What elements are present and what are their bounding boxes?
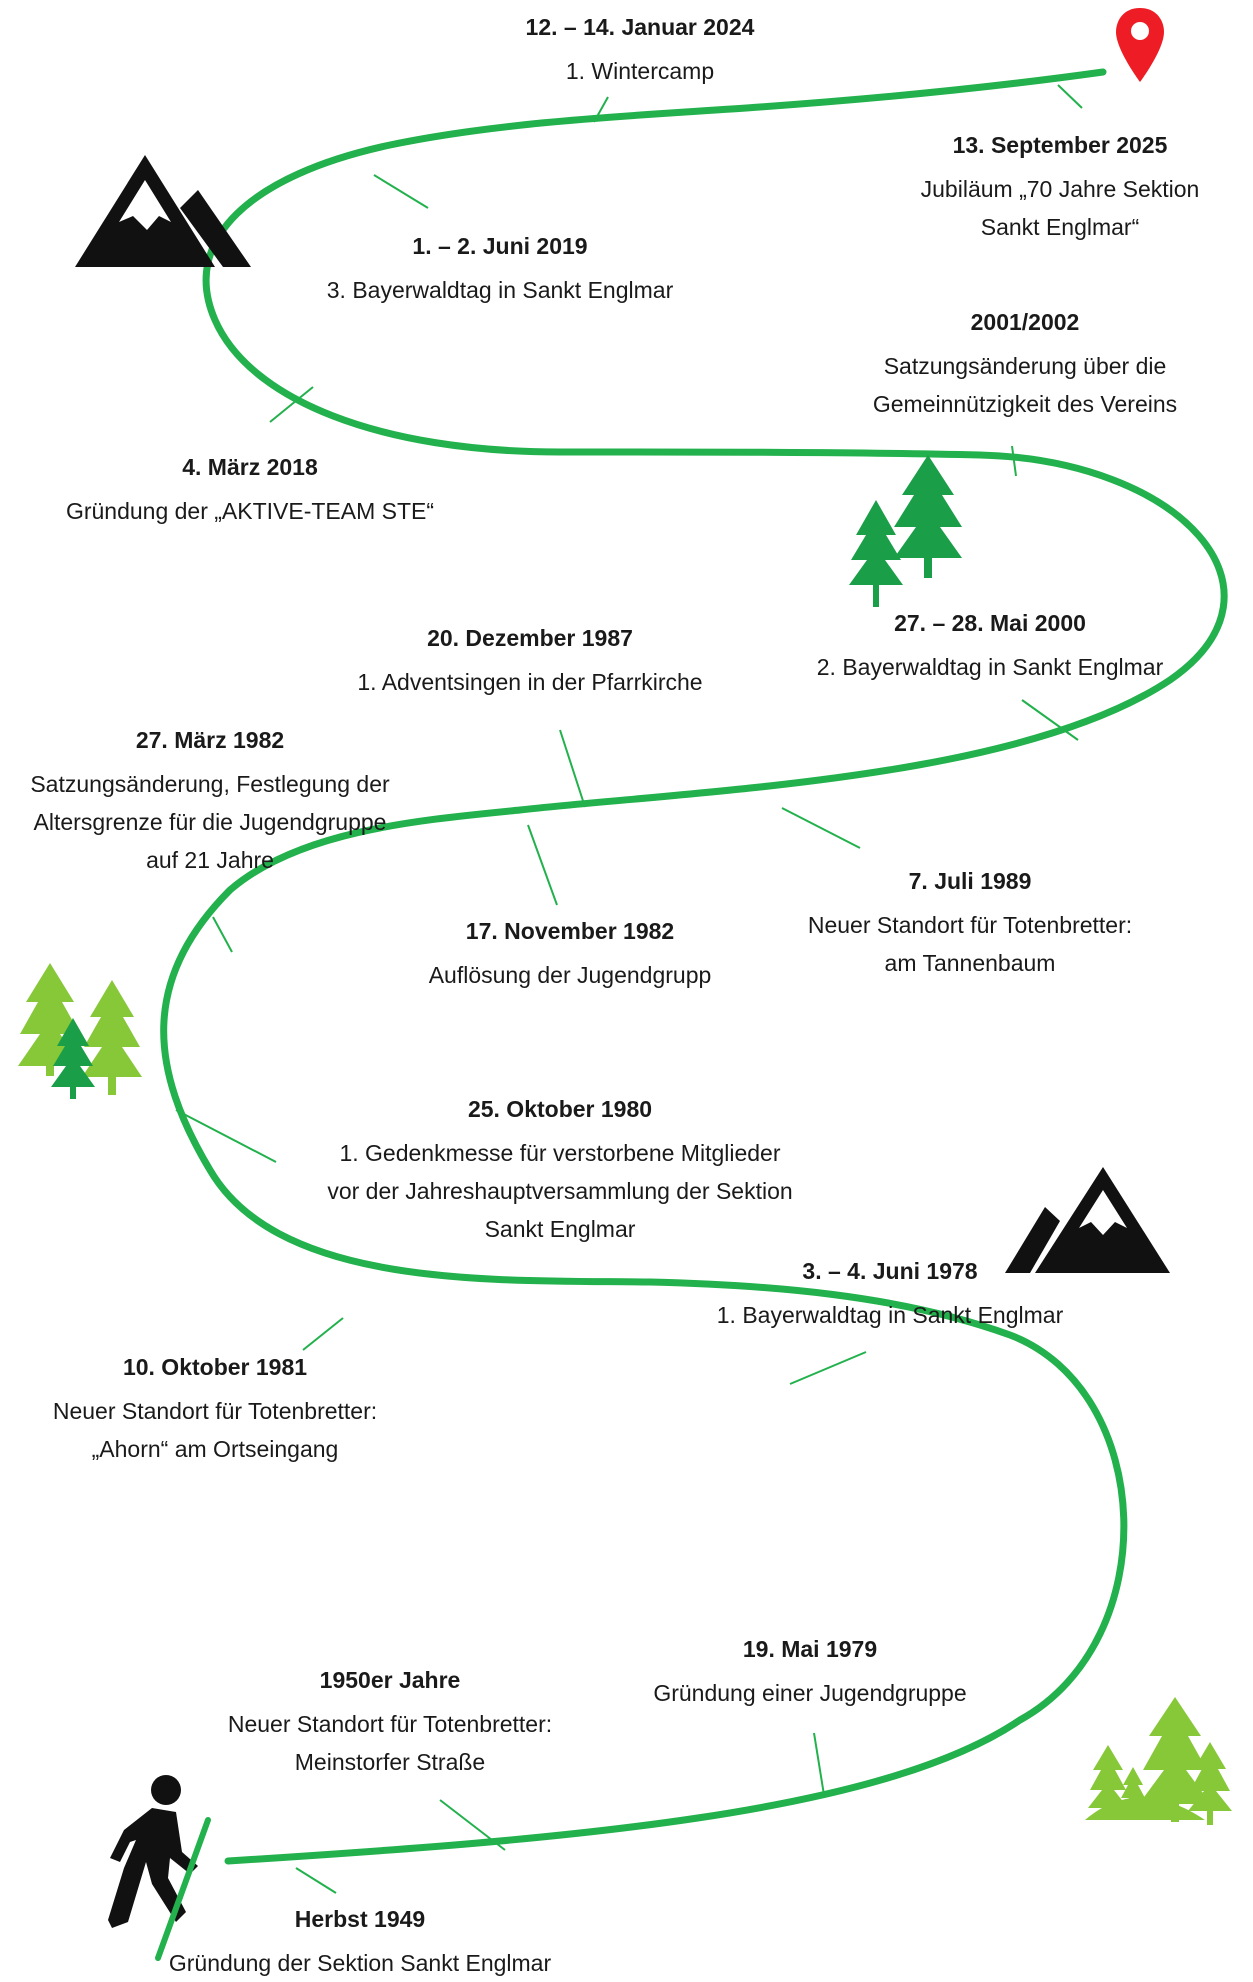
timeline-event: 4. März 2018 Gründung der „AKTIVE-TEAM S…: [20, 452, 480, 530]
event-description: 1. Gedenkmesse für verstorbene Mitgliede…: [327, 1140, 793, 1242]
timeline-tick: [781, 807, 861, 849]
timeline-event: 27. März 1982 Satzungsänderung, Festlegu…: [0, 725, 420, 879]
mountain-icon: [75, 155, 251, 267]
event-description: Gründung der Sektion Sankt Englmar: [168, 1950, 552, 1976]
event-date: Herbst 1949: [294, 1906, 426, 1932]
timeline-tick: [813, 1732, 825, 1796]
timeline-event: 17. November 1982 Auflösung der Jugendgr…: [380, 916, 760, 994]
event-description: Neuer Standort für Totenbretter: Meinsto…: [227, 1711, 553, 1775]
timeline-event: 13. September 2025 Jubiläum „70 Jahre Se…: [880, 130, 1240, 246]
timeline-tick: [789, 1351, 867, 1385]
event-date: 7. Juli 1989: [908, 868, 1032, 894]
timeline-tick: [295, 1867, 337, 1894]
event-description: Auflösung der Jugendgrupp: [428, 962, 712, 988]
event-description: Satzungsänderung über die Gemeinnützigke…: [872, 353, 1178, 417]
event-description: 1. Wintercamp: [565, 58, 715, 84]
timeline-event: 20. Dezember 1987 1. Adventsingen in der…: [300, 623, 760, 701]
timeline-event: 12. – 14. Januar 2024 1. Wintercamp: [460, 12, 820, 90]
event-date: 13. September 2025: [952, 132, 1168, 158]
event-description: 2. Bayerwaldtag in Sankt Englmar: [816, 654, 1164, 680]
timeline-event: 1950er Jahre Neuer Standort für Totenbre…: [180, 1665, 600, 1781]
timeline-tick: [527, 824, 558, 906]
trees-icon: [849, 455, 962, 607]
event-date: 1950er Jahre: [319, 1667, 461, 1693]
timeline-event: 7. Juli 1989 Neuer Standort für Totenbre…: [760, 866, 1180, 982]
timeline-tick: [1021, 699, 1079, 741]
event-description: 3. Bayerwaldtag in Sankt Englmar: [326, 277, 674, 303]
event-description: 1. Adventsingen in der Pfarrkirche: [357, 669, 703, 695]
event-date: 19. Mai 1979: [742, 1636, 878, 1662]
timeline-event: 2001/2002 Satzungsänderung über die Geme…: [815, 307, 1235, 423]
timeline-ticks: [175, 84, 1083, 1894]
event-description: Neuer Standort für Totenbretter: „Ahorn“…: [52, 1398, 378, 1462]
timeline-path: [160, 68, 1228, 1865]
event-date: 4. März 2018: [182, 454, 318, 480]
timeline-tick: [559, 729, 586, 808]
event-date: 17. November 1982: [465, 918, 675, 944]
event-date: 12. – 14. Januar 2024: [525, 14, 755, 40]
event-date: 27. – 28. Mai 2000: [894, 610, 1086, 636]
hiker-icon: [108, 1775, 211, 1961]
event-date: 2001/2002: [970, 309, 1080, 335]
timeline-event: 1. – 2. Juni 2019 3. Bayerwaldtag in San…: [270, 231, 730, 309]
timeline-event: 19. Mai 1979 Gründung einer Jugendgruppe: [610, 1634, 1010, 1712]
timeline-tick: [269, 386, 314, 423]
trees-icon: [1085, 1697, 1232, 1825]
event-description: Satzungsänderung, Festlegung der Altersg…: [30, 771, 390, 873]
event-date: 20. Dezember 1987: [427, 625, 633, 651]
event-description: Neuer Standort für Totenbretter: am Tann…: [807, 912, 1133, 976]
timeline-tick: [1011, 445, 1017, 477]
event-date: 3. – 4. Juni 1978: [802, 1258, 978, 1284]
event-description: 1. Bayerwaldtag in Sankt Englmar: [716, 1302, 1064, 1328]
timeline-tick: [439, 1799, 506, 1851]
timeline-tick: [212, 916, 233, 953]
event-date: 25. Oktober 1980: [467, 1096, 653, 1122]
timeline-event: 10. Oktober 1981 Neuer Standort für Tote…: [5, 1352, 425, 1468]
timeline-tick: [373, 174, 429, 209]
trees-icon: [18, 963, 142, 1099]
event-date: 1. – 2. Juni 2019: [412, 233, 588, 259]
location-pin-icon: [1116, 8, 1164, 82]
event-date: 27. März 1982: [135, 727, 285, 753]
event-description: Gründung einer Jugendgruppe: [653, 1680, 967, 1706]
timeline-event: 25. Oktober 1980 1. Gedenkmesse für vers…: [270, 1094, 850, 1248]
timeline-event: 3. – 4. Juni 1978 1. Bayerwaldtag in San…: [680, 1256, 1100, 1334]
event-date: 10. Oktober 1981: [122, 1354, 308, 1380]
timeline-tick: [302, 1317, 344, 1351]
timeline-event: 27. – 28. Mai 2000 2. Bayerwaldtag in Sa…: [760, 608, 1220, 686]
event-description: Gründung der „AKTIVE-TEAM STE“: [65, 498, 435, 524]
timeline-tick: [175, 1109, 277, 1163]
timeline-tick: [593, 96, 609, 123]
timeline-event: Herbst 1949 Gründung der Sektion Sankt E…: [150, 1904, 570, 1982]
mountain-icon: [1005, 1167, 1170, 1273]
timeline-tick: [1057, 84, 1083, 109]
event-description: Jubiläum „70 Jahre Sektion Sankt Englmar…: [920, 176, 1200, 240]
